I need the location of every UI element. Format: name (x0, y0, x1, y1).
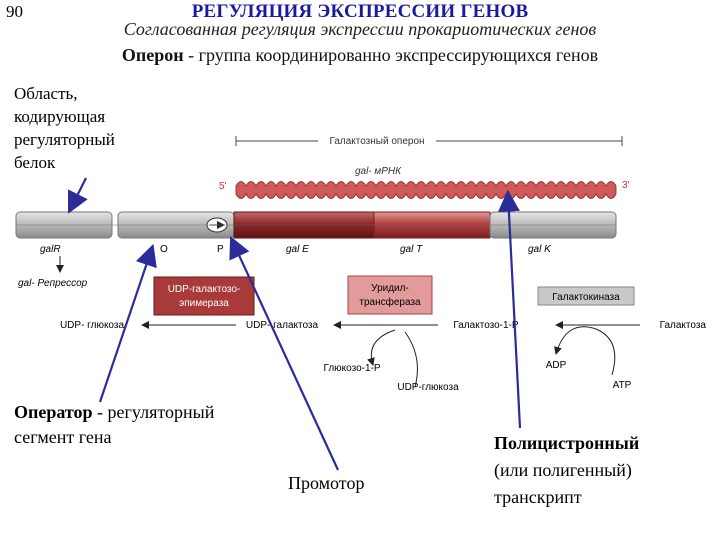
promoter-label: Промотор (288, 473, 365, 493)
promoter-site-label: P (217, 244, 224, 255)
gene-galR-label: galR (40, 244, 61, 255)
promoter-pointer (229, 236, 339, 471)
atp-adp-arrow (554, 326, 616, 376)
polycistronic-line1: Полицистронный (494, 430, 639, 457)
page-subtitle: Согласованная регуляция экспрессии прока… (123, 19, 597, 39)
adp-label: ADP (546, 360, 567, 371)
mrna-label: gal- мРНК (355, 166, 402, 177)
udp-glucose-label: UDP- глюкоза (60, 320, 125, 331)
udp-glucose-in-arrow (404, 331, 418, 388)
operator-label: Оператор - регуляторный сегмент гена (14, 400, 214, 450)
mrna-strand (235, 181, 617, 199)
operator-label-rest: - регуляторный (92, 402, 215, 422)
galactose-label: Галактоза (660, 320, 707, 331)
operon-definition: Оперон - группа координированно экспресс… (0, 45, 720, 66)
slide-number: 90 (6, 2, 23, 21)
glucose-1p-label: Глюкозо-1-P (323, 363, 380, 374)
page-title: РЕГУЛЯЦИЯ ЭКСПРЕССИИ ГЕНОВ (191, 1, 529, 22)
three-prime-label: 3' (622, 180, 630, 191)
transferase-label-2: трансфераза (359, 296, 421, 308)
udp-glucose-2-label: UDP-глюкоза (397, 382, 459, 393)
operator-term: Оператор (14, 402, 93, 422)
polycistronic-line2: (или полигенный) (494, 460, 632, 480)
operator-site-label: O (160, 244, 168, 255)
polycistronic-line3: транскрипт (494, 487, 582, 507)
regulator-region-label: Область, кодирующая регуляторный белок (14, 82, 115, 174)
kinase-box (537, 286, 635, 306)
gene-galT-label: gal T (400, 244, 423, 255)
operon-label: Галактозный оперон (329, 136, 424, 147)
five-prime-label: 5' (219, 181, 227, 192)
operator-label-line1: Оператор - регуляторный (14, 400, 214, 425)
epimerase-label-1: UDP-галактозо- (168, 284, 241, 295)
repressor-label: gal- Репрессор (18, 278, 88, 289)
operon-definition-text: - группа координированно экспрессирующих… (183, 45, 599, 65)
atp-label: ATP (613, 380, 632, 391)
epimerase-label-2: эпимераза (179, 298, 229, 309)
operator-pointer (98, 243, 157, 403)
galactose-1p-label: Галактозо-1-P (453, 320, 518, 331)
kinase-label: Галактокиназа (552, 292, 620, 303)
operator-label-line2: сегмент гена (14, 427, 112, 447)
regulator-label-line: кодирующая (14, 107, 106, 126)
polycistronic-term: Полицистронный (494, 433, 640, 453)
gene-galE-label: gal E (286, 244, 309, 255)
transcript-pointer (497, 189, 522, 429)
transferase-label-1: Уридил- (371, 283, 409, 294)
gene-galK-label: gal K (528, 244, 552, 255)
polycistronic-label: Полицистронный (или полигенный) транскри… (494, 430, 639, 511)
glucose-1p-arrow (367, 329, 396, 366)
regulator-pointer (68, 177, 88, 214)
regulator-label-line: Область, (14, 84, 78, 103)
regulator-label-line: регуляторный (14, 130, 115, 149)
udp-galactose-label: UDP- галактоза (246, 320, 319, 331)
epimerase-box (153, 276, 255, 316)
operon-label-bg (318, 132, 436, 146)
regulator-label-line: белок (14, 153, 56, 172)
transferase-box (347, 275, 433, 315)
operon-term: Оперон (121, 45, 184, 65)
